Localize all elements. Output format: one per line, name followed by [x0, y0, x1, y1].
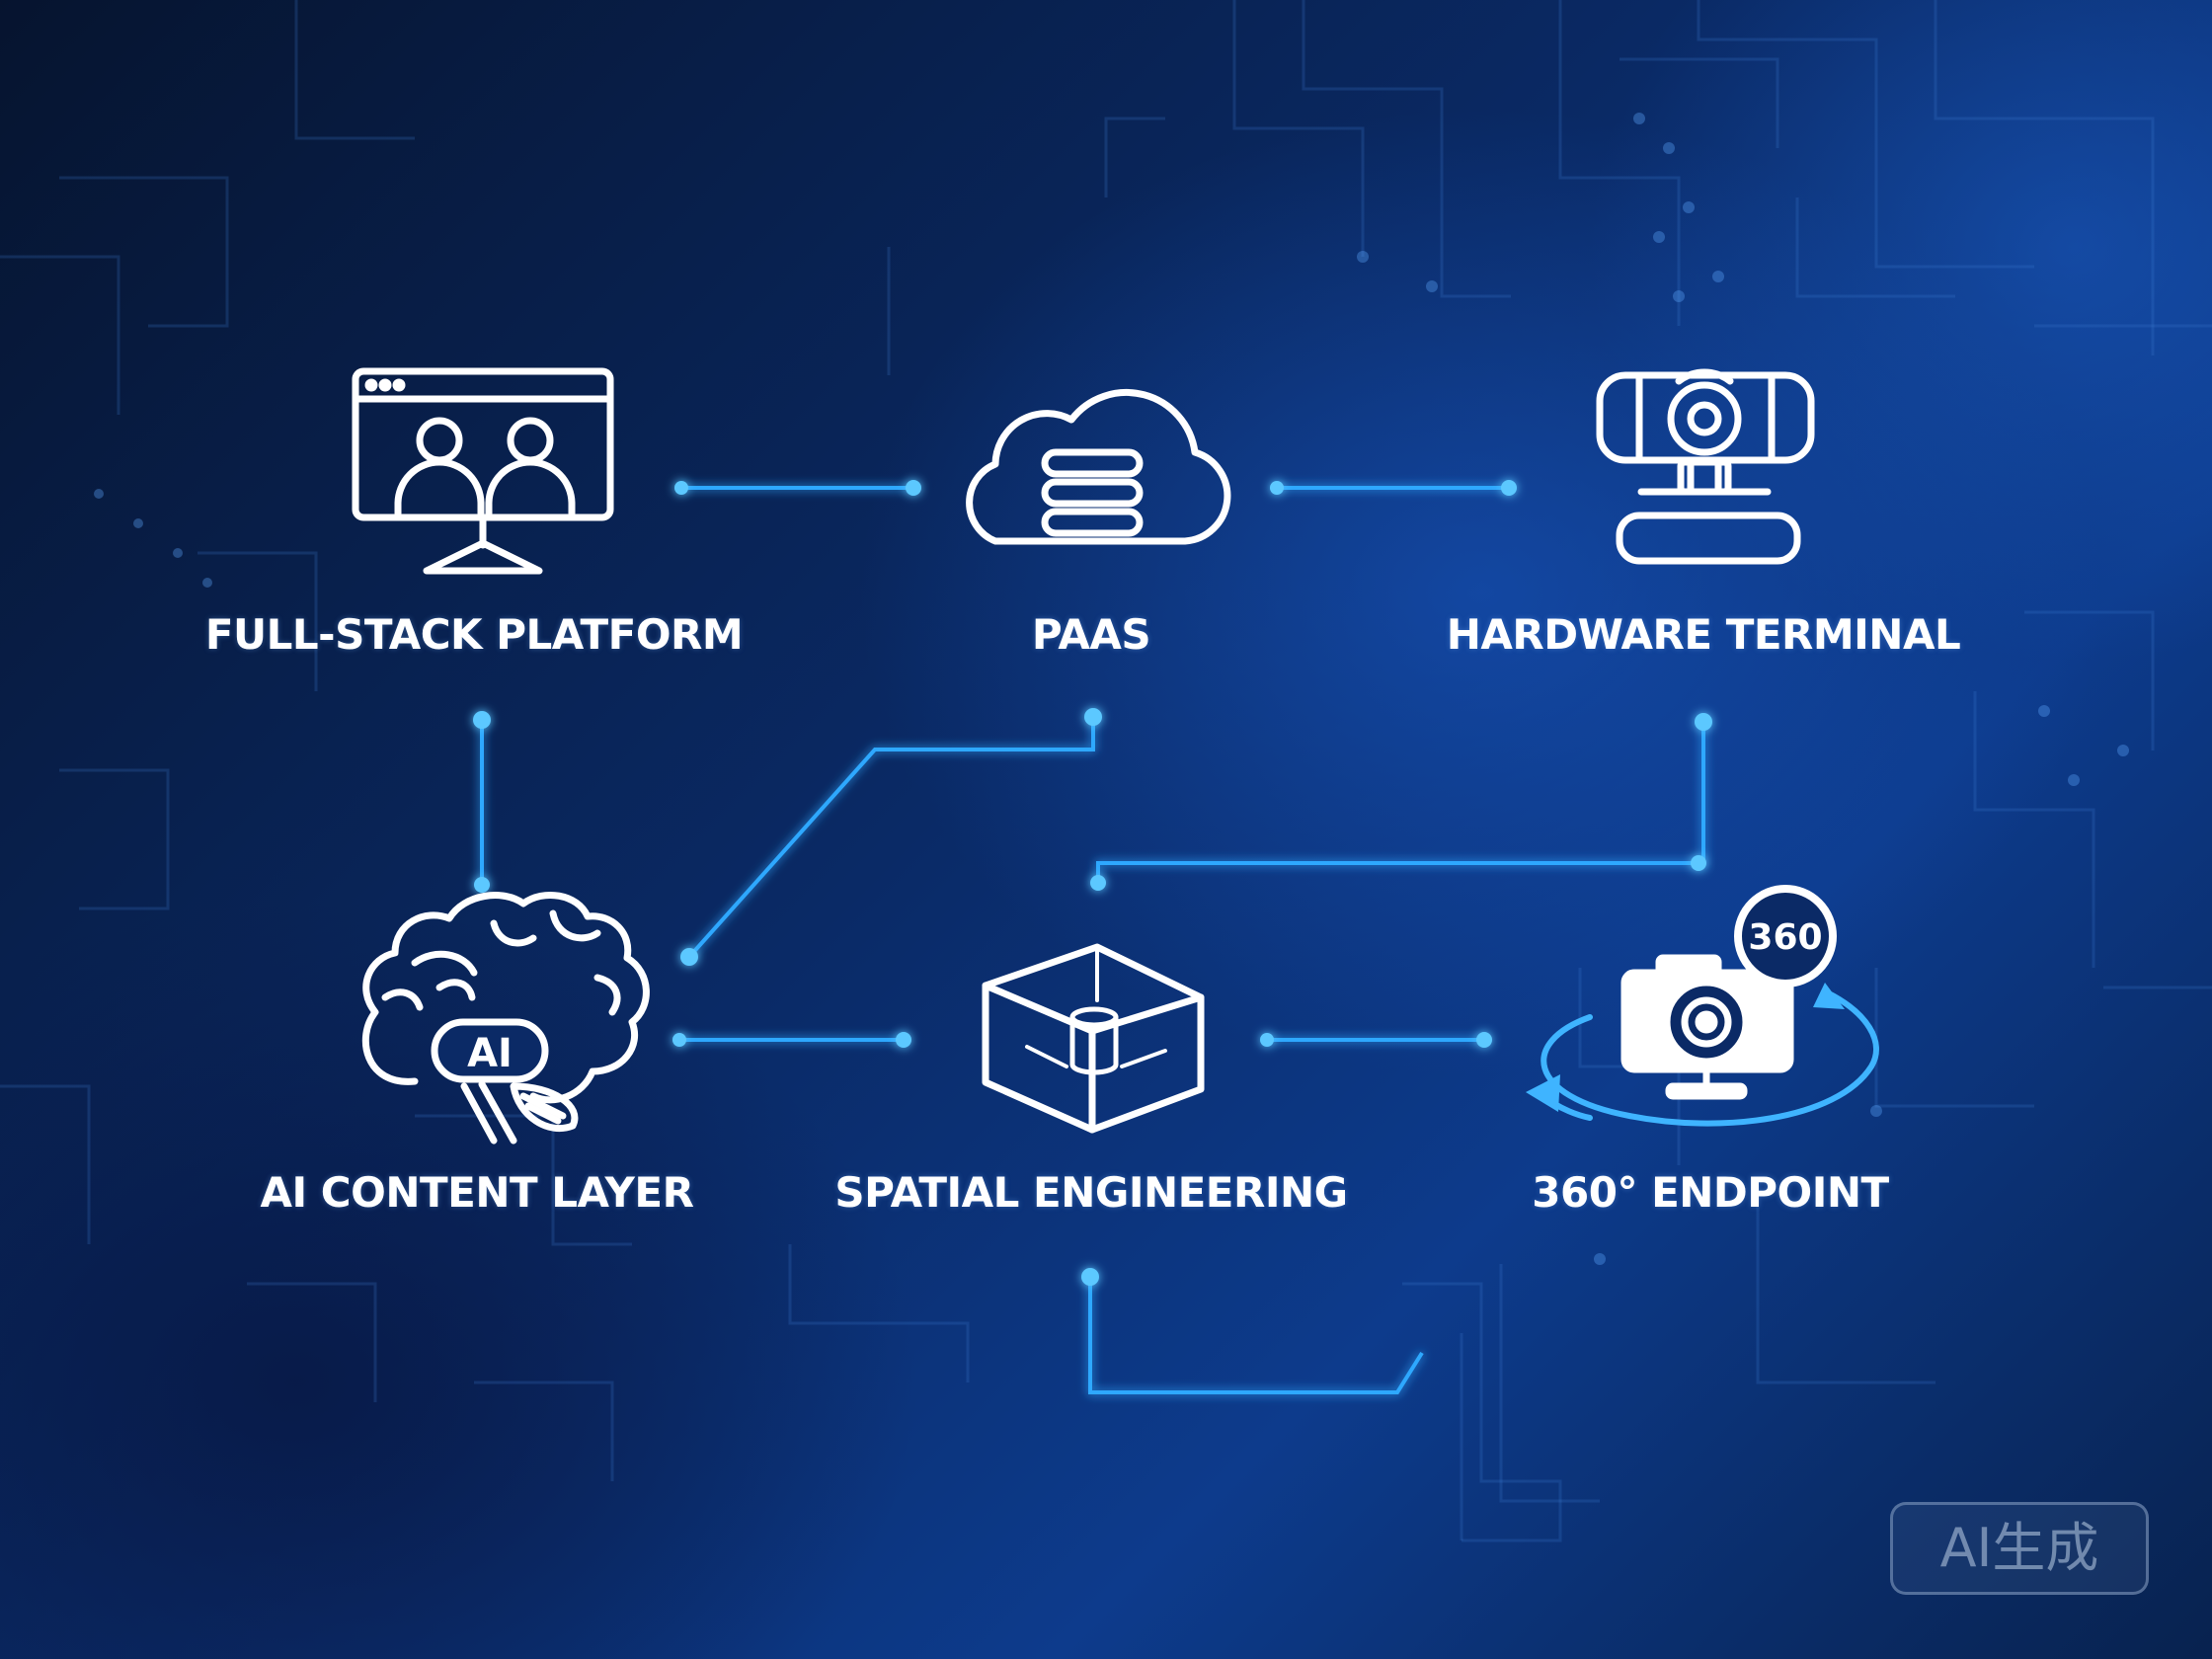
node-label-ai-content-layer: AI CONTENT LAYER — [260, 1168, 694, 1217]
connector-dot — [473, 711, 491, 729]
webcam-icon — [1596, 368, 1815, 565]
monitor-users-icon — [352, 367, 614, 575]
node-label-paas: PAAS — [1031, 610, 1151, 659]
node-label-full-stack-platform: FULL-STACK PLATFORM — [204, 610, 744, 659]
node-label-spatial-engineering: SPATIAL ENGINEERING — [834, 1168, 1348, 1217]
cloud-database-icon — [966, 389, 1231, 545]
camera-360-icon — [1620, 885, 1837, 1100]
link-spatial-engineering-bottom-trace — [1088, 1277, 1424, 1394]
connector-dot — [1260, 1033, 1274, 1047]
ai-brain-icon — [361, 891, 650, 1145]
connector-dot — [680, 948, 698, 966]
ai-badge-text: AI — [467, 1031, 513, 1076]
node-label-endpoint-360: 360° ENDPOINT — [1532, 1168, 1889, 1217]
connector-dot — [672, 1033, 686, 1047]
connector-dot — [1081, 1268, 1099, 1286]
connector-dot — [674, 481, 688, 495]
node-label-hardware-terminal: HARDWARE TERMINAL — [1446, 610, 1961, 659]
connector-dot — [1691, 855, 1706, 871]
connector-dot — [1090, 875, 1106, 891]
wireframe-cube-icon — [982, 943, 1205, 1134]
connector-dot — [1084, 708, 1102, 726]
connector-dot — [1695, 713, 1712, 731]
connector-dot — [1270, 481, 1284, 495]
connector-dot — [1476, 1032, 1492, 1048]
orbit-arrowhead-icon — [1526, 1074, 1560, 1112]
connector-dot — [906, 480, 921, 496]
orbit-arrowhead-icon — [1813, 983, 1845, 1009]
link-hardware-terminal-spatial-engineering — [1096, 722, 1705, 883]
connector-dot — [1501, 480, 1517, 496]
camera-360-badge-text: 360 — [1748, 917, 1822, 958]
ai-generated-watermark: AI生成 — [1890, 1502, 2149, 1595]
link-paas-ai-content-layer — [687, 717, 1095, 959]
connector-dot — [896, 1032, 911, 1048]
connector-dot — [474, 877, 490, 893]
